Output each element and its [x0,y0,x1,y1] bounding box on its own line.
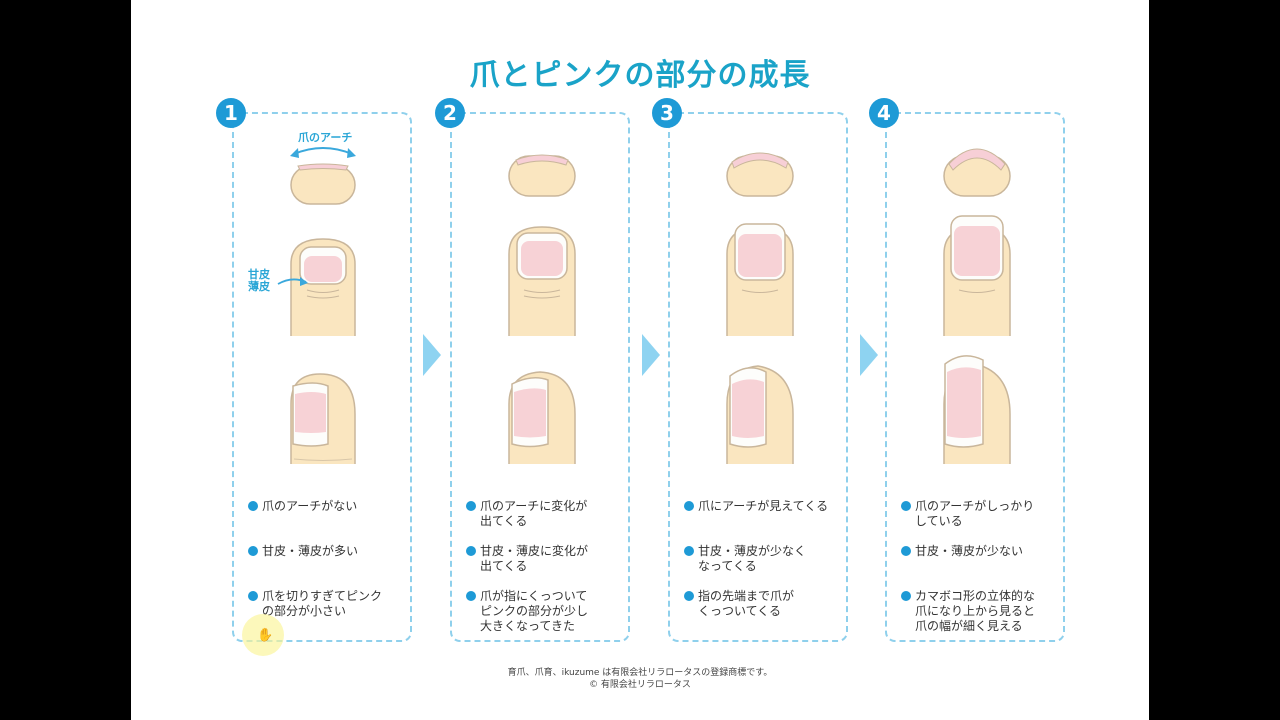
step-arrow-icon [642,334,660,376]
bullet-dot-icon [466,546,476,556]
nail-illustration-1 [277,147,356,464]
step-badge-2: 2 [435,98,465,128]
bullet-dot-icon [684,501,694,511]
bullet-dot-icon [901,546,911,556]
cuticle-label: 甘皮 薄皮 [248,268,270,293]
step-panel-2: 爪のアーチに変化が 出てくる 甘皮・薄皮に変化が 出てくる 爪が指にくっついて … [450,112,630,642]
bullet-dot-icon [684,546,694,556]
step-badge-1: 1 [216,98,246,128]
bullet-dot-icon [901,591,911,601]
bullet-dot-icon [248,546,258,556]
step-badge-3: 3 [652,98,682,128]
step-arrow-icon [860,334,878,376]
step-panel-4: 爪のアーチがしっかり している 甘皮・薄皮が少ない カマボコ形の立体的な 爪にな… [885,112,1065,642]
nail-illustration-4 [943,148,1011,464]
hand-cursor-icon: ✋ [257,628,274,643]
step-panel-1: 爪のアーチ 甘皮 薄皮 爪のアーチがない 甘皮・薄皮が多い 爪を切りすぎてピンク… [232,112,412,642]
footer: 育爪、爪育、ikuzume は有限会社リラロータスの登録商標です。 © 有限会社… [131,667,1149,691]
arch-label: 爪のアーチ [298,131,353,144]
copyright-note: © 有限会社リラロータス [589,680,691,690]
bullet-dot-icon [901,501,911,511]
step-panel-3: 爪にアーチが見えてくる 甘皮・薄皮が少なく なってくる 指の先端まで爪が くっつ… [668,112,848,642]
step-badge-4: 4 [869,98,899,128]
page-title: 爪とピンクの部分の成長 [469,58,811,93]
cursor-highlight [242,614,284,656]
bullet-dot-icon [248,501,258,511]
nail-illustration-2 [508,154,576,464]
bullet-dot-icon [684,591,694,601]
bullet-dot-icon [466,591,476,601]
nail-illustration-3 [726,152,794,464]
bullet-dot-icon [466,501,476,511]
bullet-dot-icon [248,591,258,601]
trademark-note: 育爪、爪育、ikuzume は有限会社リラロータスの登録商標です。 [507,668,773,678]
slide: 爪とピンクの部分の成長 爪のアーチ 甘皮 薄皮 爪のアーチが [131,0,1149,720]
step-arrow-icon [423,334,441,376]
